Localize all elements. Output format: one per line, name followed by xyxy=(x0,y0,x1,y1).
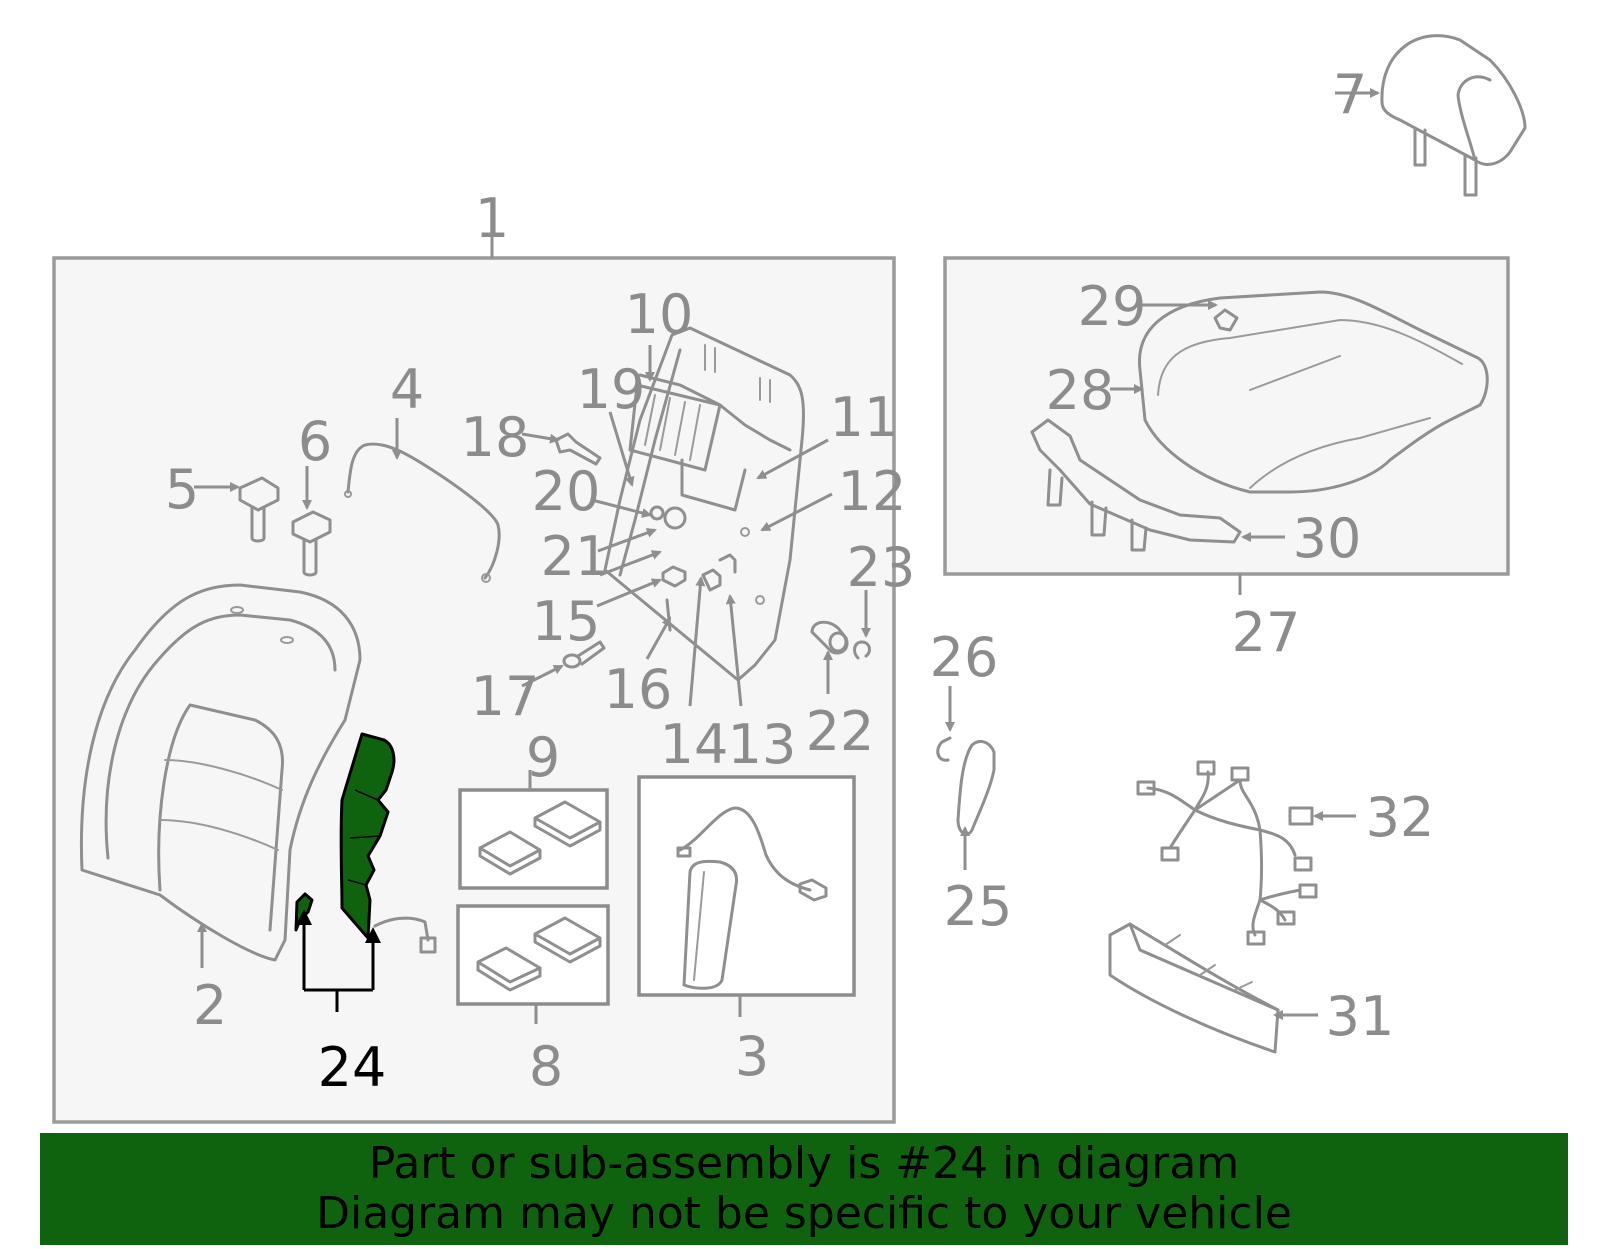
callout-12: 12 xyxy=(838,460,907,523)
banner-line-2: Diagram may not be specific to your vehi… xyxy=(316,1188,1292,1239)
bolt-17 xyxy=(562,640,606,669)
callout-15: 15 xyxy=(532,590,601,653)
callout-26: 26 xyxy=(930,626,999,689)
wire-harness-32 xyxy=(1136,760,1318,946)
trim-31 xyxy=(1108,922,1280,1054)
airbag-module xyxy=(676,806,828,990)
clip-23 xyxy=(853,640,871,660)
callout-21: 21 xyxy=(541,525,610,588)
callout-2: 2 xyxy=(193,974,227,1037)
pads-8 xyxy=(476,916,602,992)
callout-20: 20 xyxy=(532,460,601,523)
callout-32: 32 xyxy=(1366,786,1435,849)
screw-18 xyxy=(554,432,602,466)
cushion-bracket xyxy=(1030,418,1242,552)
knob-22 xyxy=(810,620,849,655)
callout-22: 22 xyxy=(806,700,875,763)
callout-23: 23 xyxy=(847,536,916,599)
headrest-guide-5 xyxy=(238,476,280,543)
hook-26 xyxy=(936,736,952,762)
callout-30: 30 xyxy=(1293,507,1362,570)
callout-10: 10 xyxy=(625,283,694,346)
cushion-assembly-frame xyxy=(943,256,1510,576)
cover-25 xyxy=(956,740,996,836)
callout-17: 17 xyxy=(471,665,540,728)
part-24-leader xyxy=(296,909,381,1012)
seatback-frame xyxy=(603,326,805,682)
callout-27: 27 xyxy=(1232,601,1301,664)
callout-8: 8 xyxy=(529,1035,563,1098)
callout-25: 25 xyxy=(944,875,1013,938)
wire-4 xyxy=(346,442,501,580)
cushion-pad xyxy=(1137,290,1489,494)
clips-small xyxy=(649,505,737,632)
callout-6: 6 xyxy=(298,410,332,473)
callout-16: 16 xyxy=(604,658,673,721)
headrest-guide-6 xyxy=(291,510,332,577)
callout-3: 3 xyxy=(735,1025,769,1088)
pads-9 xyxy=(478,800,602,876)
callout-18: 18 xyxy=(461,406,530,469)
headrest xyxy=(1380,34,1527,197)
info-banner: Part or sub-assembly is #24 in diagram D… xyxy=(40,1133,1568,1245)
callout-7: 7 xyxy=(1333,63,1367,126)
clip-29 xyxy=(1213,308,1239,332)
callout-28: 28 xyxy=(1046,359,1115,422)
callout-13: 13 xyxy=(728,713,797,776)
banner-line-1: Part or sub-assembly is #24 in diagram xyxy=(368,1138,1240,1189)
callout-29: 29 xyxy=(1078,275,1147,338)
callout-19: 19 xyxy=(577,358,646,421)
callout-1: 1 xyxy=(475,187,509,250)
callout-24: 24 xyxy=(318,1036,387,1099)
callout-31: 31 xyxy=(1326,985,1395,1048)
callout-4: 4 xyxy=(390,358,424,421)
callout-14: 14 xyxy=(660,713,729,776)
callout-5: 5 xyxy=(165,458,199,521)
callout-9: 9 xyxy=(526,726,560,789)
seatback-cover xyxy=(79,583,362,962)
callout-11: 11 xyxy=(830,386,899,449)
